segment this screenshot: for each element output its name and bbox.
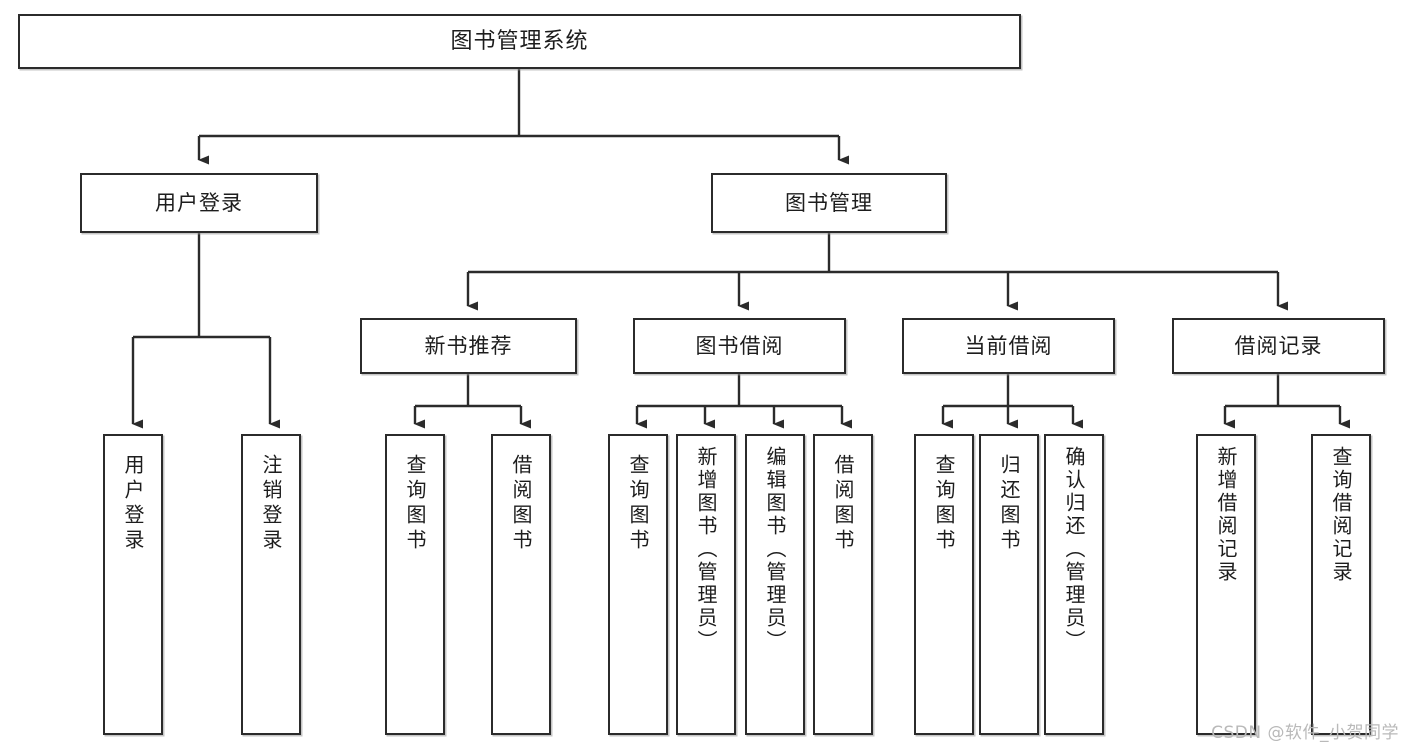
node-label: 确认归还（管理员） [1062, 446, 1086, 653]
node-label: 当前借阅 [964, 333, 1053, 358]
leaf-user-login-login[interactable]: 用户登录 [103, 434, 163, 735]
node-label: 查询图书 [626, 454, 650, 554]
leaf-borrow-borrow-book[interactable]: 借阅图书 [813, 434, 873, 735]
node-label: 用户登录 [121, 454, 145, 554]
node-user-login[interactable]: 用户登录 [80, 173, 318, 233]
node-label: 归还图书 [997, 454, 1021, 554]
leaf-borrow-add-book-admin[interactable]: 新增图书（管理员） [676, 434, 736, 735]
node-label: 查询图书 [932, 454, 956, 554]
node-new-book-recommend[interactable]: 新书推荐 [360, 318, 577, 374]
node-borrow-record[interactable]: 借阅记录 [1172, 318, 1385, 374]
leaf-current-return-book[interactable]: 归还图书 [979, 434, 1039, 735]
node-book-borrow[interactable]: 图书借阅 [633, 318, 846, 374]
leaf-current-query-book[interactable]: 查询图书 [914, 434, 974, 735]
node-label: 新增图书（管理员） [694, 446, 718, 653]
node-current-borrow[interactable]: 当前借阅 [902, 318, 1115, 374]
node-label: 注销登录 [259, 454, 283, 554]
leaf-recommend-query-book[interactable]: 查询图书 [385, 434, 445, 735]
node-label: 新书推荐 [424, 333, 513, 358]
leaf-borrow-edit-book-admin[interactable]: 编辑图书（管理员） [745, 434, 805, 735]
leaf-user-login-logout[interactable]: 注销登录 [241, 434, 301, 735]
node-label: 借阅记录 [1234, 333, 1323, 358]
node-label: 图书借阅 [695, 333, 784, 358]
leaf-record-add-record[interactable]: 新增借阅记录 [1196, 434, 1256, 735]
node-label: 查询借阅记录 [1329, 446, 1353, 584]
leaf-borrow-query-book[interactable]: 查询图书 [608, 434, 668, 735]
node-book-management[interactable]: 图书管理 [711, 173, 947, 233]
leaf-record-query-record[interactable]: 查询借阅记录 [1311, 434, 1371, 735]
node-label: 图书管理 [785, 190, 873, 215]
leaf-recommend-borrow-book[interactable]: 借阅图书 [491, 434, 551, 735]
node-label: 查询图书 [403, 454, 427, 554]
node-label: 图书管理系统 [450, 28, 589, 54]
node-label: 借阅图书 [509, 454, 533, 554]
node-label: 借阅图书 [831, 454, 855, 554]
node-label: 用户登录 [155, 190, 243, 215]
node-label: 新增借阅记录 [1214, 446, 1238, 584]
node-root-system[interactable]: 图书管理系统 [18, 14, 1021, 69]
leaf-current-confirm-return-admin[interactable]: 确认归还（管理员） [1044, 434, 1104, 735]
node-label: 编辑图书（管理员） [763, 446, 787, 653]
